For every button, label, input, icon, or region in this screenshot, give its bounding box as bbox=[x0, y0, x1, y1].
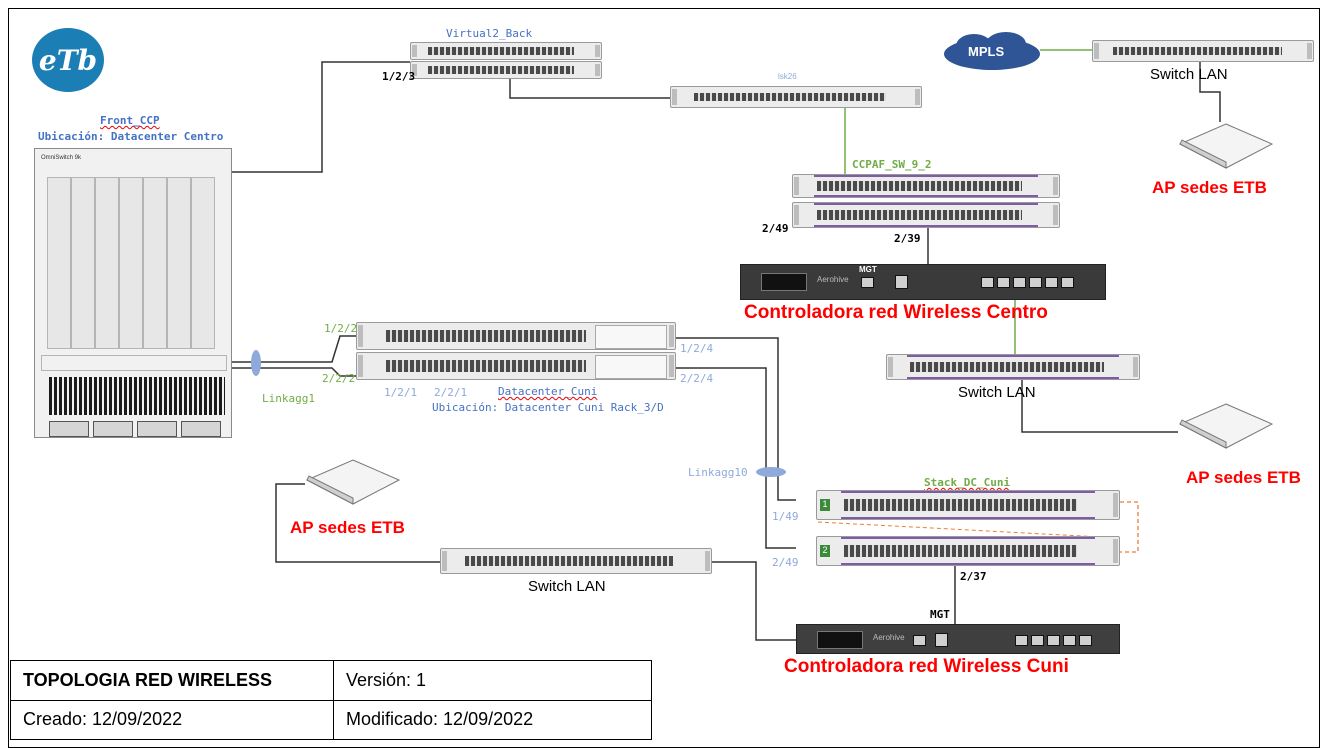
etb-logo: eTb bbox=[32, 28, 104, 92]
link-virtual2-lsk bbox=[509, 78, 670, 99]
switch-lan-bottom bbox=[440, 548, 712, 574]
stack-dc-cuni-label-text: Stack_DC_Cuni bbox=[924, 476, 1011, 489]
ccpaf-label: CCPAF_SW_9_2 bbox=[852, 158, 931, 171]
linkagg1-ellipse bbox=[251, 350, 261, 376]
port-2-2-1: 2/2/1 bbox=[434, 386, 468, 399]
switch-lan-top bbox=[1092, 40, 1314, 62]
link-dc-stack-1 bbox=[676, 337, 796, 501]
linkagg1-label: Linkagg1 bbox=[262, 392, 315, 405]
chassis-model-text: OmniSwitch 9k bbox=[41, 155, 82, 161]
controller-centro-mgt: MGT bbox=[859, 265, 877, 274]
link-switchlan-ap-right bbox=[1021, 380, 1178, 433]
switch-lan-middle bbox=[886, 354, 1140, 380]
switch-virtual2-back-2 bbox=[410, 61, 602, 79]
controller-cuni-label: Controladora red Wireless Cuni bbox=[784, 656, 1069, 678]
legend-table: TOPOLOGIA RED WIRELESS Versión: 1 Creado… bbox=[10, 660, 652, 740]
ap-right-middle-label: AP sedes ETB bbox=[1186, 468, 1301, 487]
link-topswitch-ap bbox=[1199, 62, 1221, 122]
chassis-fan-tray bbox=[49, 377, 225, 415]
lsk26-label: lsk26 bbox=[778, 72, 797, 81]
stack-unit-1-badge: 1 bbox=[820, 499, 830, 511]
link-switchlan-ctrl-cuni bbox=[712, 561, 796, 641]
switch-lan-middle-label: Switch LAN bbox=[958, 384, 1036, 401]
switch-lsk26 bbox=[670, 86, 922, 108]
front-ccp-chassis: OmniSwitch 9k bbox=[34, 148, 232, 438]
controller-cuni-brand: Aerohive bbox=[873, 633, 905, 642]
port-1-2-2: 1/2/2 bbox=[324, 322, 358, 335]
port-2-49-ccpaf: 2/49 bbox=[762, 222, 789, 235]
datacenter-cuni-location: Ubicación: Datacenter Cuni Rack_3/D bbox=[432, 401, 664, 414]
datacenter-cuni-label: Datacenter_Cuni bbox=[498, 385, 597, 398]
switch-lan-bottom-label: Switch LAN bbox=[528, 578, 606, 595]
port-1-49: 1/49 bbox=[772, 510, 799, 523]
port-1-2-3: 1/2/3 bbox=[382, 70, 416, 83]
stack-unit-2-badge: 2 bbox=[820, 545, 830, 557]
switch-virtual2-back-1 bbox=[410, 42, 602, 60]
ap-bottom-left-label: AP sedes ETB bbox=[290, 518, 405, 537]
mpls-cloud bbox=[944, 32, 1040, 70]
port-2-2-2: 2/2/2 bbox=[322, 372, 356, 385]
controller-centro-label: Controladora red Wireless Centro bbox=[744, 302, 1048, 323]
link-dc-stack-2 bbox=[676, 367, 796, 549]
legend-modified: Modificado: 12/09/2022 bbox=[333, 699, 652, 740]
legend-title: TOPOLOGIA RED WIRELESS bbox=[10, 660, 334, 701]
controller-centro: Aerohive MGT bbox=[740, 264, 1106, 300]
link-linkagg1-b bbox=[232, 367, 356, 377]
switch-ccpaf-2 bbox=[792, 202, 1060, 228]
ap-right-middle bbox=[1178, 403, 1274, 449]
switch-ccpaf-1 bbox=[792, 174, 1060, 198]
legend-created: Creado: 12/09/2022 bbox=[10, 699, 334, 740]
switch-datacenter-cuni-1 bbox=[356, 322, 676, 350]
link-front-virtual2 bbox=[232, 61, 410, 173]
switch-stack-unit-1: 1 bbox=[816, 490, 1120, 520]
ap-top-right bbox=[1178, 123, 1274, 169]
link-switchlan-ap-left bbox=[275, 483, 440, 563]
ap-top-right-label: AP sedes ETB bbox=[1152, 178, 1267, 197]
stack-dc-cuni-label: Stack_DC_Cuni bbox=[924, 476, 1010, 489]
port-2-39: 2/39 bbox=[894, 232, 921, 245]
stack-cross bbox=[817, 521, 1121, 539]
front-ccp-location: Ubicación: Datacenter Centro bbox=[38, 130, 224, 143]
ccpaf-label-text: CCPAF_SW_9_2 bbox=[852, 158, 932, 171]
legend-version: Versión: 1 bbox=[333, 660, 652, 701]
link-linkagg1-a bbox=[232, 335, 356, 363]
linkagg10-ellipse bbox=[756, 467, 786, 477]
linkagg10-label: Linkagg10 bbox=[688, 466, 748, 479]
ap-bottom-left bbox=[305, 459, 401, 505]
switch-stack-unit-2: 2 bbox=[816, 536, 1120, 566]
controller-centro-brand: Aerohive bbox=[817, 275, 849, 284]
virtual2-back-label: Virtual2_Back bbox=[446, 27, 533, 40]
switch-datacenter-cuni-2 bbox=[356, 352, 676, 380]
controller-cuni-label-text: Controladora red Wireless Cuni bbox=[784, 656, 1069, 677]
datacenter-cuni-label-text: Datacenter_Cuni bbox=[498, 385, 598, 398]
etb-logo-text: eTb bbox=[38, 43, 98, 77]
port-2-49-stack: 2/49 bbox=[772, 556, 799, 569]
front-ccp-label: Front_CCP bbox=[100, 114, 160, 127]
port-2-37: 2/37 bbox=[960, 570, 987, 583]
stack-ring bbox=[1120, 501, 1139, 553]
mgt-cuni-label: MGT bbox=[930, 608, 950, 621]
port-2-2-4: 2/2/4 bbox=[680, 372, 714, 385]
port-1-2-1: 1/2/1 bbox=[384, 386, 418, 399]
port-1-2-4: 1/2/4 bbox=[680, 342, 714, 355]
mpls-label: MPLS bbox=[968, 44, 1005, 59]
controller-cuni: Aerohive bbox=[796, 624, 1120, 654]
switch-lan-top-label: Switch LAN bbox=[1150, 66, 1228, 83]
